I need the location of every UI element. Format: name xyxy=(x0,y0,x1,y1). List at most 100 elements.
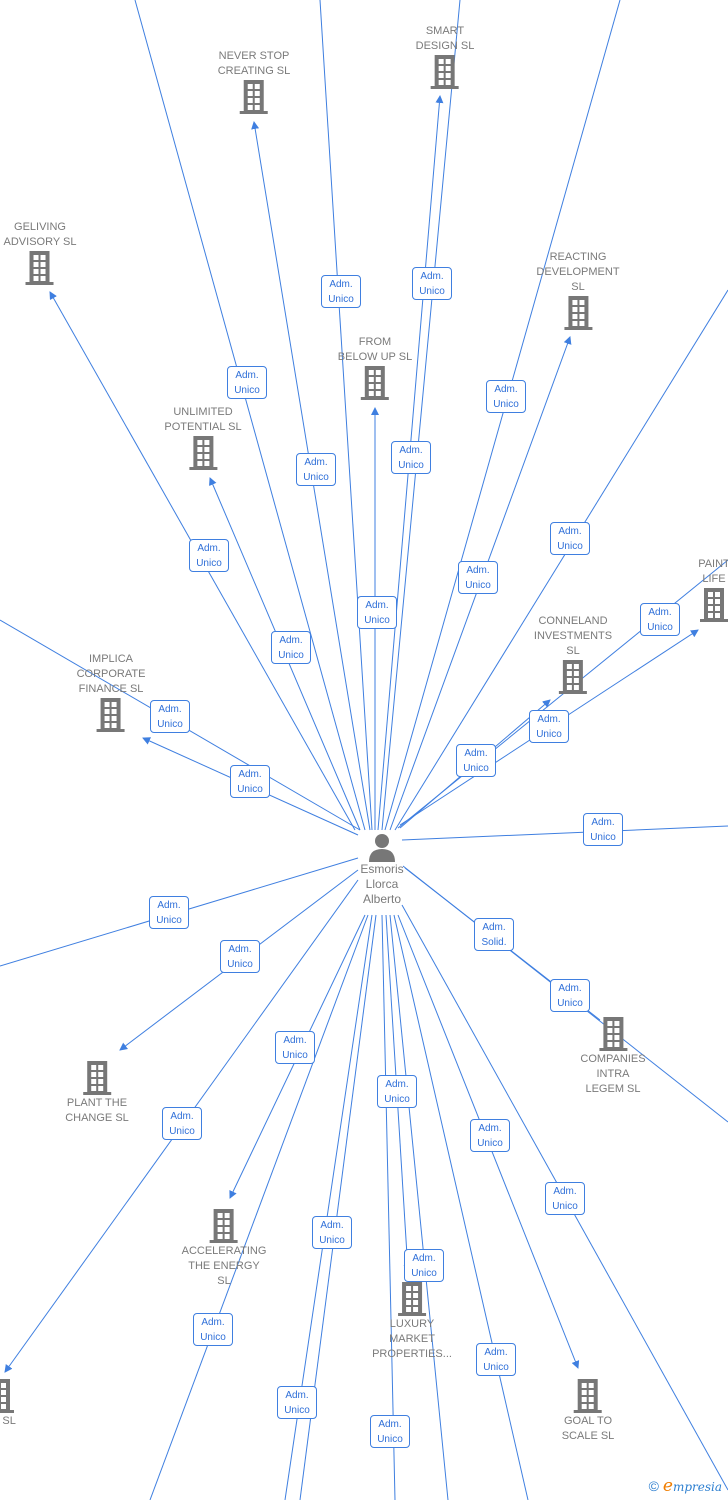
company-name-line: FROM xyxy=(358,336,392,348)
edge-line xyxy=(149,914,369,1500)
role-label[interactable]: Adm.Unico xyxy=(470,1119,510,1152)
building-icon xyxy=(398,1282,426,1316)
role-label[interactable]: Adm.Unico xyxy=(529,710,569,743)
role-label[interactable]: Adm.Unico xyxy=(550,522,590,555)
role-label-line: Adm. xyxy=(591,817,615,828)
building-icon xyxy=(598,1017,627,1051)
role-label[interactable]: Adm.Unico xyxy=(640,603,680,636)
role-label-line: Adm. xyxy=(235,370,259,381)
role-label[interactable]: Adm.Unico xyxy=(456,744,496,777)
company-name-line: PAINT xyxy=(698,558,728,570)
company-name-line: BELOW UP SL xyxy=(337,351,413,363)
role-label-line: Unico xyxy=(411,1268,437,1279)
building-icon xyxy=(360,366,389,400)
role-label[interactable]: Adm. Unico xyxy=(377,1075,417,1108)
role-label[interactable]: Adm.Unico xyxy=(271,631,311,664)
role-label[interactable]: Adm.Solid. xyxy=(474,918,514,951)
role-label[interactable]: Adm.Unico xyxy=(404,1249,444,1282)
person-name-line: Alberto xyxy=(362,892,402,906)
role-label-line: Unico xyxy=(493,399,519,410)
role-label-line: Unico xyxy=(647,622,673,633)
role-label-line: Adm. xyxy=(558,526,582,537)
role-label[interactable]: Adm.Unico xyxy=(275,1031,315,1064)
role-label[interactable]: Adm. Unico xyxy=(149,896,189,929)
person-node-center[interactable]: Esmoris Llorca Alberto xyxy=(357,832,407,907)
role-label[interactable]: Adm.Unico xyxy=(312,1216,352,1249)
role-label[interactable]: Adm.Unico xyxy=(545,1182,585,1215)
person-icon xyxy=(369,834,395,862)
role-label-line: Adm. xyxy=(385,1079,409,1090)
role-label[interactable]: Adm.Unico xyxy=(230,765,270,798)
role-label[interactable]: Adm.Unico xyxy=(220,940,260,973)
role-label-line: Unico xyxy=(234,385,260,396)
company-node[interactable]: NEVER STOP CREATING SL xyxy=(217,49,291,115)
role-label-line: Adm. xyxy=(238,769,262,780)
company-name-line: REACTING xyxy=(549,251,607,263)
edge-line xyxy=(381,0,461,831)
role-label-line: Adm. xyxy=(482,922,506,933)
role-label-line: Adm. xyxy=(157,900,181,911)
role-label-line: Unico xyxy=(364,615,390,626)
role-label-line: Adm. xyxy=(320,1220,344,1231)
role-label[interactable]: Adm. Unico xyxy=(357,596,397,629)
role-label[interactable]: Adm.Unico xyxy=(296,453,336,486)
role-label[interactable]: Adm.Unico xyxy=(162,1107,202,1140)
copyright-symbol: © xyxy=(648,1478,659,1494)
company-name-line: NEVER STOP xyxy=(218,50,290,62)
brand-e: e xyxy=(662,1476,673,1496)
empresia-logo[interactable]: © empresia xyxy=(649,1476,722,1496)
company-name-line: CORPORATE xyxy=(76,668,146,680)
role-label[interactable]: Adm.Unico xyxy=(476,1343,516,1376)
role-label-line: Adm. xyxy=(329,279,353,290)
role-label[interactable]: Adm.Unico xyxy=(391,441,431,474)
role-label[interactable]: Adm.Unico xyxy=(550,979,590,1012)
role-label[interactable]: Adm.Unico xyxy=(277,1386,317,1419)
role-label-line: Adm. xyxy=(365,600,389,611)
role-label[interactable]: Adm.Unico xyxy=(189,539,229,572)
company-name-line: CREATING SL xyxy=(217,65,291,77)
role-label[interactable]: Adm.Unico xyxy=(150,700,190,733)
role-label[interactable]: Adm.Unico xyxy=(486,380,526,413)
role-label[interactable]: Adm.Unico xyxy=(193,1313,233,1346)
role-label[interactable]: Adm.Unico xyxy=(583,813,623,846)
company-name-line: ACCELERATING xyxy=(181,1245,267,1257)
building-icon xyxy=(558,660,587,694)
role-label-line: Adm. xyxy=(378,1419,402,1430)
role-label[interactable]: Adm.Unico xyxy=(458,561,498,594)
company-name-line: SCALE SL xyxy=(561,1430,615,1442)
role-label-line: Unico xyxy=(557,998,583,1009)
building-icon xyxy=(188,436,217,470)
role-label-line: Unico xyxy=(536,729,562,740)
company-node[interactable]: ER SL xyxy=(0,1378,16,1429)
role-label[interactable]: Adm. Unico xyxy=(370,1415,410,1448)
building-icon xyxy=(82,1061,111,1095)
edge-line xyxy=(394,289,728,831)
role-label[interactable]: Adm.Unico xyxy=(412,267,452,300)
role-label-line: Adm. xyxy=(158,704,182,715)
role-label-line: Unico xyxy=(384,1094,410,1105)
edge-line xyxy=(319,0,373,831)
role-label-line: Unico xyxy=(377,1434,403,1445)
edge-line xyxy=(134,0,366,831)
role-label-line: Unico xyxy=(398,460,424,471)
company-name-line: IMPLICA xyxy=(88,653,134,665)
role-label-line: Unico xyxy=(156,915,182,926)
role-label[interactable]: Adm. Unico xyxy=(227,366,267,399)
role-label[interactable]: Adm.Unico xyxy=(321,275,361,308)
company-node[interactable]: FROM BELOW UP SL xyxy=(338,335,412,401)
role-label-line: Unico xyxy=(282,1050,308,1061)
company-name-line: CHANGE SL xyxy=(65,1112,129,1124)
role-label-line: Adm. xyxy=(170,1111,194,1122)
